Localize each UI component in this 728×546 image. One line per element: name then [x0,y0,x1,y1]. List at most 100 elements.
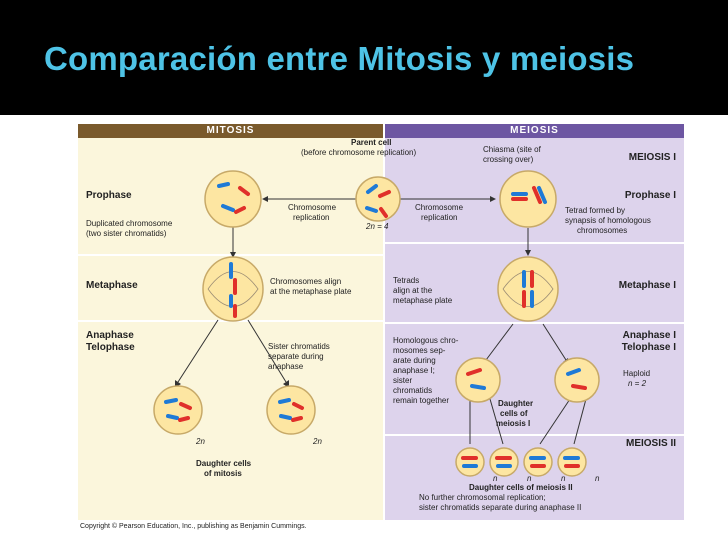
arrow [247,319,287,383]
final-text: Daughter cells of meiosis II [469,483,573,492]
chromosome [278,398,291,404]
meiosis-telophase-label: Telophase I [621,342,676,353]
diagram-graphics [153,170,600,477]
arrow [542,323,567,361]
homolog-text: remain together [393,396,450,405]
divider [78,254,383,256]
final-text: No further chromosomal replication; [419,493,546,502]
mitosis-meiosis-figure: MITOSIS Prophase Duplicated chromosome (… [78,124,684,534]
arrow [489,398,504,445]
homolog-text: anaphase I; [393,366,435,375]
tetrad-text: synapsis of homologous [565,216,651,225]
homolog-text: arate during [393,356,436,365]
meiosis-prophase-label: Prophase I [624,190,676,201]
chromosome [217,182,230,188]
tetrads-text: metaphase plate [393,296,453,305]
chromosome [234,206,246,214]
chromosome [466,368,482,376]
chiasma-text: Chiasma (site of [483,145,541,154]
meiosis-header: MEIOSIS [385,124,684,138]
ploidy-label: 2n [196,437,205,446]
n-label: n [493,474,498,483]
chromosome [366,184,378,194]
mitosis-anaphase-label: Anaphase [86,330,134,341]
mitosis-daughter-cell [266,385,316,435]
arrowhead [230,252,236,258]
homolog-text: mosomes sep- [393,346,446,355]
haploid-text: n = 2 [628,379,647,388]
chromosome [179,402,192,410]
homolog-text: chromatids [393,386,433,395]
meiosis-i-daughter-cell [455,357,501,403]
arrow [485,323,514,361]
chromosome [292,402,304,410]
tetrad-text: chromosomes [577,226,628,235]
chromosome [470,384,486,390]
parent-cell-label: Parent cell [351,138,392,147]
divider [385,434,684,436]
chromosome [164,398,178,404]
divider [385,322,684,324]
chromosome [378,190,391,198]
copyright-text: Copyright © Pearson Education, Inc., pub… [80,523,307,530]
final-text: sister chromatids separate during anapha… [419,503,582,512]
align-text: at the metaphase plate [270,287,352,296]
meiosis-ii-daughter-cell [455,447,485,477]
arrowhead [525,250,531,256]
tetrads-text: align at the [393,286,433,295]
meiosis-ii-daughter-cell [523,447,553,477]
meiosis-ii-label: MEIOSIS II [625,438,676,449]
arrow [177,319,219,383]
n-label: n [561,474,566,483]
dup-chrom-text: Duplicated chromosome [86,219,173,228]
homolog-text: sister [393,376,413,385]
sister-text: anaphase [268,362,304,371]
dc-meiosis-i-text: Daughter [498,399,534,408]
chiasma-text: crossing over) [483,155,534,164]
dc-meiosis-i-text: cells of [500,409,528,418]
meiosis-metaphase-label: Metaphase I [618,280,676,291]
chromosome [566,368,581,376]
chromosome [379,207,388,218]
ploidy-label: 2n [313,437,322,446]
daughter-mitosis-text: Daughter cells [196,459,252,468]
chromosome [571,384,587,390]
mitosis-prophase-cell [204,170,262,228]
arrow [573,398,587,445]
arrowhead [490,196,496,202]
n-label: n [527,474,532,483]
chromosome [291,416,303,422]
parent-cell [355,176,401,222]
sister-text: Sister chromatids [268,342,330,351]
replication-text: replication [293,213,330,222]
arrow [539,398,571,445]
align-text: Chromosomes align [270,277,342,286]
replication-text: Chromosome [288,203,337,212]
tetrads-text: Tetrads [393,276,420,285]
meiosis-anaphase-label: Anaphase I [622,330,676,341]
arrowhead [262,196,268,202]
mitosis-daughter-cell [153,385,203,435]
spindle [207,271,259,307]
meiosis-i-daughter-cell [554,357,600,403]
chromosome [537,186,547,204]
divider [385,242,684,244]
meiosis-metaphase-cell [497,256,559,322]
chromosome [166,414,179,420]
tetrad-text: Tetrad formed by [565,206,626,215]
n-label: n [595,474,600,483]
meiosis-ii-daughter-cell [489,447,519,477]
chromosome [365,206,378,213]
meiosis-i-label: MEIOSIS I [628,152,676,163]
chromosome [221,204,235,212]
daughter-mitosis-text: of mitosis [204,469,242,478]
mitosis-prophase-label: Prophase [86,190,132,201]
chromosome [279,414,292,420]
meiosis-ii-daughter-cell [557,447,587,477]
replication-text: replication [421,213,458,222]
slide-title: Comparación entre Mitosis y meiosis [44,40,635,77]
mitosis-telophase-label: Telophase [86,342,135,353]
chromosome [532,186,542,204]
dup-chrom-text: (two sister chromatids) [86,229,167,238]
dc-meiosis-i-text: meiosis I [496,419,531,428]
